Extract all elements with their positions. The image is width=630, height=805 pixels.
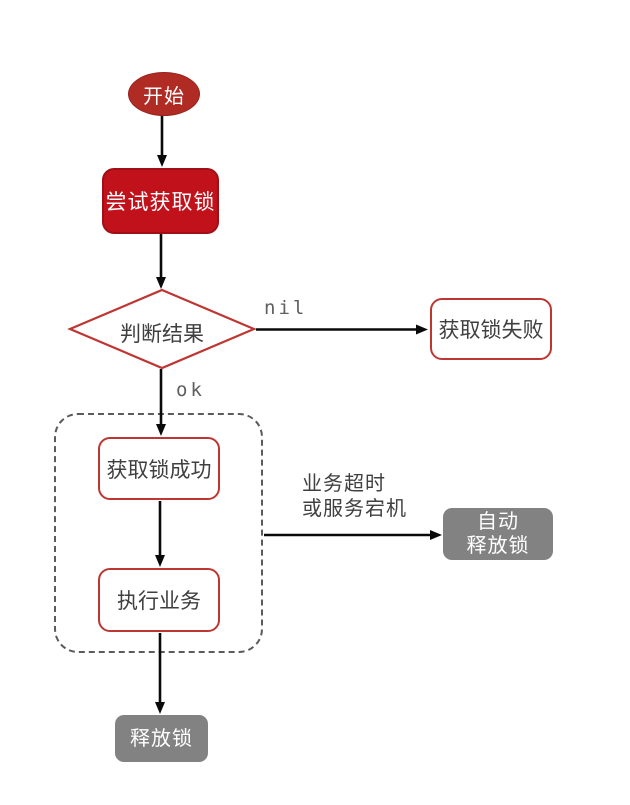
nil-edge-label: nil <box>264 297 308 319</box>
auto-release-node-line2: 释放锁 <box>466 535 530 557</box>
timeout-edge-label-line2: 或服务宕机 <box>302 498 407 520</box>
lock-held-scope-container <box>54 413 263 653</box>
decision-diamond-shape <box>67 288 257 370</box>
ok-edge-label: ok <box>176 379 205 401</box>
lock-success-node-label: 获取锁成功 <box>106 458 212 482</box>
timeout-edge-label-line1: 业务超时 <box>302 473 386 495</box>
start-node-label: 开始 <box>143 85 185 108</box>
release-lock-node: 释放锁 <box>115 715 208 762</box>
lock-failed-node: 获取锁失败 <box>430 298 552 360</box>
decision-diamond-label: 判断结果 <box>120 323 204 346</box>
try-lock-node-label: 尝试获取锁 <box>105 191 216 214</box>
try-lock-node: 尝试获取锁 <box>102 168 219 234</box>
auto-release-node-line1: 自动 <box>477 511 519 533</box>
timeout-edge-label: 业务超时 或服务宕机 <box>302 472 407 522</box>
auto-release-node: 自动 释放锁 <box>443 508 553 560</box>
execute-business-node-label: 执行业务 <box>117 590 201 613</box>
execute-business-node: 执行业务 <box>98 568 220 632</box>
lock-success-node: 获取锁成功 <box>98 437 220 500</box>
lock-failed-node-label: 获取锁失败 <box>438 319 544 342</box>
release-lock-node-label: 释放锁 <box>130 727 193 750</box>
start-node: 开始 <box>128 72 200 116</box>
